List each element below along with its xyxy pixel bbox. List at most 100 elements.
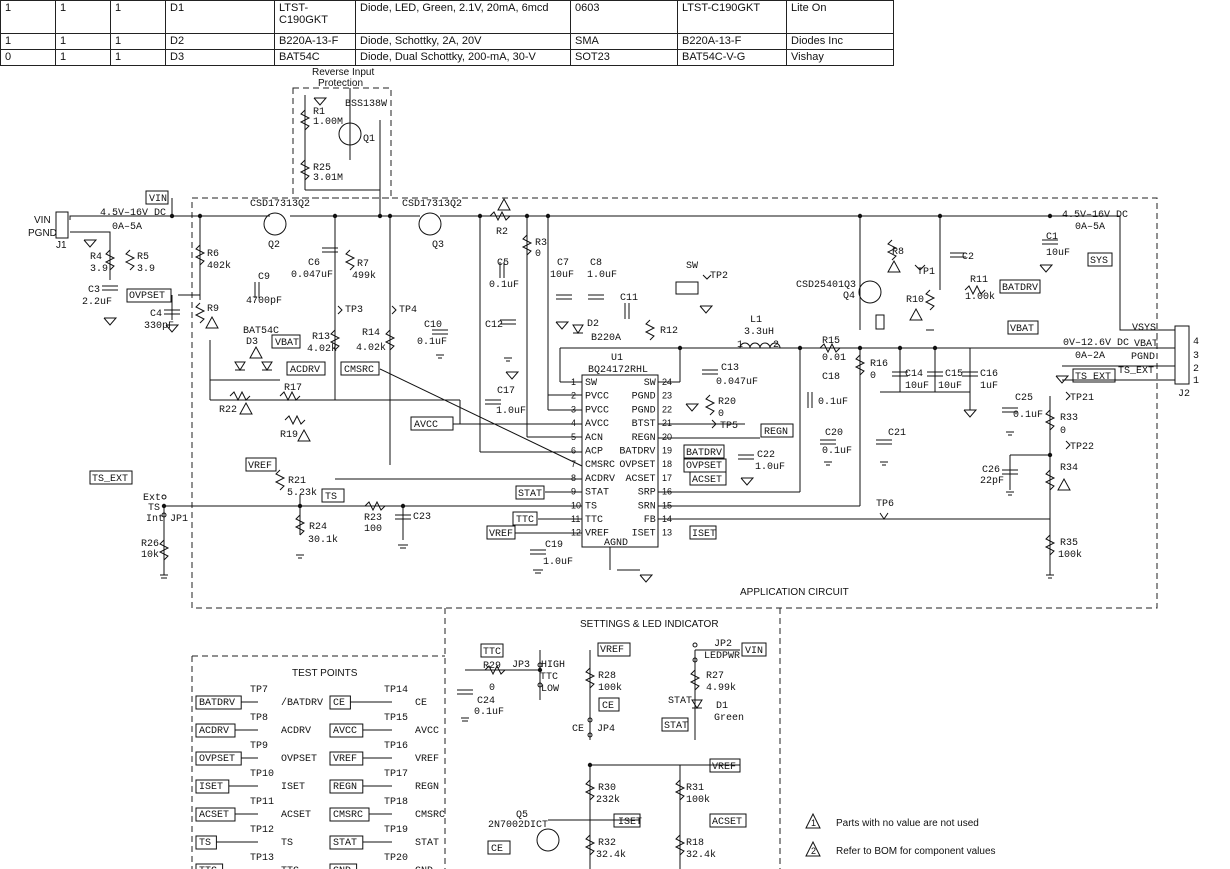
svg-text:SYS: SYS bbox=[1090, 256, 1108, 267]
test-point-signal: TS bbox=[281, 838, 293, 849]
svg-text:C17: C17 bbox=[497, 386, 515, 397]
svg-text:BATDRV: BATDRV bbox=[686, 448, 722, 459]
svg-text:3.3uH: 3.3uH bbox=[744, 327, 774, 338]
svg-text:1.0uF: 1.0uF bbox=[543, 557, 573, 568]
svg-text:R22: R22 bbox=[219, 405, 237, 416]
svg-text:C16: C16 bbox=[980, 369, 998, 380]
bom-cell: SOT23 bbox=[570, 49, 678, 66]
svg-text:4.99k: 4.99k bbox=[706, 682, 736, 694]
svg-text:10uF: 10uF bbox=[1046, 248, 1070, 259]
u1-pin-number: 19 bbox=[662, 446, 672, 456]
u1-pin-agnd: AGND bbox=[604, 538, 628, 549]
svg-text:C12: C12 bbox=[485, 320, 503, 331]
svg-text:R29: R29 bbox=[483, 661, 501, 672]
u1-pin-number: 15 bbox=[662, 500, 672, 510]
svg-text:1.0uF: 1.0uF bbox=[496, 406, 526, 417]
svg-text:10uF: 10uF bbox=[550, 270, 574, 281]
svg-text:ISET: ISET bbox=[692, 529, 716, 540]
svg-text:ISET: ISET bbox=[618, 817, 642, 828]
note-1-number: 1 bbox=[811, 818, 816, 828]
test-point-id: TP10 bbox=[250, 769, 274, 780]
svg-text:30.1k: 30.1k bbox=[308, 534, 338, 546]
svg-text:B220A: B220A bbox=[591, 333, 621, 344]
svg-text:10k: 10k bbox=[141, 549, 159, 561]
svg-text:1.0uF: 1.0uF bbox=[587, 270, 617, 281]
svg-text:VIN: VIN bbox=[149, 194, 167, 205]
u1-pin-number: 12 bbox=[571, 528, 581, 538]
svg-text:R2: R2 bbox=[496, 227, 508, 238]
u1-pin-name: SRP bbox=[638, 488, 656, 499]
test-point-flag-label: ACDRV bbox=[199, 726, 229, 737]
svg-text:0: 0 bbox=[870, 371, 876, 382]
svg-text:10uF: 10uF bbox=[905, 381, 929, 392]
svg-text:0: 0 bbox=[1060, 426, 1066, 437]
test-point-signal: GND bbox=[415, 866, 433, 869]
svg-text:C3: C3 bbox=[88, 285, 100, 296]
u1-pin-name: ACSET bbox=[626, 474, 656, 485]
svg-text:L1: L1 bbox=[750, 315, 762, 326]
svg-text:1uF: 1uF bbox=[980, 381, 998, 392]
svg-text:0.1uF: 0.1uF bbox=[489, 280, 519, 291]
test-point-flag-label: GND bbox=[333, 866, 351, 869]
svg-text:D3: D3 bbox=[246, 337, 258, 348]
svg-text:1.0uF: 1.0uF bbox=[755, 462, 785, 473]
svg-text:TP1: TP1 bbox=[917, 267, 935, 278]
svg-text:R5: R5 bbox=[137, 252, 149, 263]
test-point-flag-label: CE bbox=[333, 698, 345, 709]
test-point-flag-label: BATDRV bbox=[199, 698, 235, 709]
svg-text:CSD17313Q2: CSD17313Q2 bbox=[250, 199, 310, 210]
svg-text:0.047uF: 0.047uF bbox=[716, 377, 758, 388]
note-1-text: Parts with no value are not used bbox=[836, 818, 979, 829]
svg-text:C25: C25 bbox=[1015, 393, 1033, 404]
svg-text:TP6: TP6 bbox=[876, 499, 894, 510]
svg-text:CSD25401Q3: CSD25401Q3 bbox=[796, 280, 856, 291]
svg-text:VIN: VIN bbox=[34, 215, 51, 226]
u1-pin-number: 14 bbox=[662, 514, 672, 524]
svg-text:PGND: PGND bbox=[1131, 352, 1155, 363]
svg-text:4: 4 bbox=[1193, 337, 1199, 348]
svg-text:D2: D2 bbox=[587, 319, 599, 330]
svg-text:R10: R10 bbox=[906, 295, 924, 306]
test-point-flag-label: AVCC bbox=[333, 726, 357, 737]
svg-text:C9: C9 bbox=[258, 272, 270, 283]
test-point-signal: VREF bbox=[415, 754, 439, 765]
u1-pin-number: 9 bbox=[571, 487, 576, 497]
u1-pin-number: 2 bbox=[571, 391, 576, 401]
svg-text:PGND: PGND bbox=[28, 228, 57, 239]
component-bodies bbox=[55, 122, 1190, 852]
svg-text:VIN: VIN bbox=[745, 646, 763, 657]
svg-text:3: 3 bbox=[1193, 351, 1199, 362]
svg-text:R24: R24 bbox=[309, 522, 327, 533]
u1-pin-number: 24 bbox=[662, 377, 672, 387]
svg-text:C26: C26 bbox=[982, 465, 1000, 476]
svg-text:C5: C5 bbox=[497, 258, 509, 269]
test-point-id: TP14 bbox=[384, 685, 408, 696]
svg-text:R1: R1 bbox=[313, 107, 325, 118]
u1-pin-number: 22 bbox=[662, 404, 672, 414]
svg-text:0.1uF: 0.1uF bbox=[1013, 410, 1043, 421]
bom-cell: BAT54C bbox=[274, 49, 356, 66]
svg-text:OVPSET: OVPSET bbox=[129, 291, 165, 302]
svg-text:4.5V–16V DC: 4.5V–16V DC bbox=[1062, 210, 1128, 221]
u1-pin-number: 21 bbox=[662, 418, 672, 428]
u1-pin-name: VREF bbox=[585, 529, 609, 540]
note-triangles bbox=[205, 197, 1071, 857]
svg-text:4.02k: 4.02k bbox=[307, 343, 337, 355]
svg-text:R35: R35 bbox=[1060, 538, 1078, 549]
svg-text:TS_EXT: TS_EXT bbox=[1075, 372, 1111, 383]
svg-text:Q1: Q1 bbox=[363, 134, 375, 145]
svg-text:C7: C7 bbox=[557, 258, 569, 269]
svg-text:VREF: VREF bbox=[712, 762, 736, 773]
svg-text:2: 2 bbox=[1193, 364, 1199, 375]
test-point-flag-label: VREF bbox=[333, 754, 357, 765]
svg-text:TS: TS bbox=[325, 492, 337, 503]
u1-pin-number: 5 bbox=[571, 432, 576, 442]
svg-text:STAT: STAT bbox=[518, 489, 542, 500]
svg-text:C21: C21 bbox=[888, 428, 906, 439]
reverse-protection-title: Reverse Input bbox=[312, 67, 374, 78]
svg-text:C19: C19 bbox=[545, 540, 563, 551]
reverse-protection-title: Protection bbox=[318, 78, 363, 89]
svg-text:0: 0 bbox=[718, 409, 724, 420]
svg-text:499k: 499k bbox=[352, 270, 376, 282]
svg-text:0V–12.6V DC: 0V–12.6V DC bbox=[1063, 338, 1129, 349]
